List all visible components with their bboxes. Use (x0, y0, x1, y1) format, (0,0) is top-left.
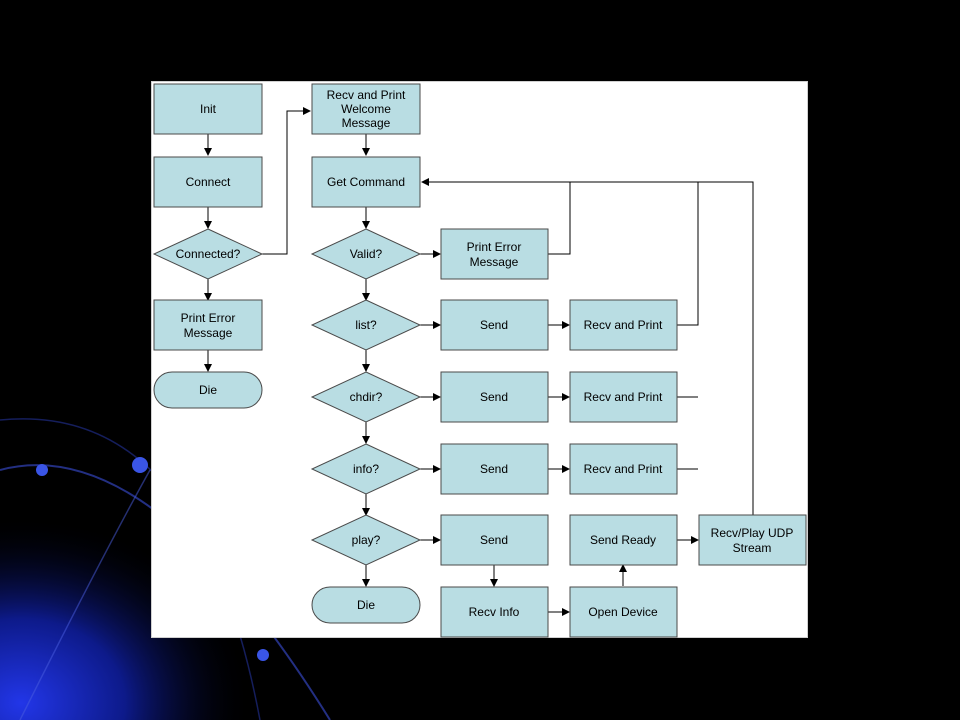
print-error-1-line1: Print Error (181, 311, 236, 325)
svg-text:Recv and Print: Recv and Print (584, 390, 663, 404)
svg-text:Connected?: Connected? (176, 247, 241, 261)
node-list-decision: list? (310, 299, 422, 351)
svg-text:Init: Init (200, 102, 217, 116)
svg-text:Send: Send (480, 462, 508, 476)
node-recv-play-udp: Recv/Play UDP Stream (698, 514, 807, 566)
welcome-line3: Message (342, 116, 391, 130)
svg-text:Connect: Connect (186, 175, 231, 189)
svg-text:list?: list? (355, 318, 377, 332)
svg-text:Open Device: Open Device (588, 605, 658, 619)
node-print-error-2: Print Error Message (440, 228, 549, 280)
svg-text:Send Ready: Send Ready (590, 533, 656, 547)
print-error-2-line2: Message (470, 255, 519, 269)
edge-recv-list-loop (677, 182, 699, 326)
udp-line1: Recv/Play UDP (711, 526, 794, 540)
svg-text:Recv Info: Recv Info (469, 605, 520, 619)
bg-dot (36, 464, 48, 476)
node-play-decision: play? (310, 514, 422, 566)
node-recv-print-info: Recv and Print (569, 443, 678, 495)
node-recv-print-welcome: Recv and Print Welcome Message (311, 83, 421, 135)
welcome-line2: Welcome (341, 102, 391, 116)
flowchart: Init Connect Connected? Print Error Mess… (152, 83, 807, 638)
flowchart-panel: Init Connect Connected? Print Error Mess… (151, 81, 808, 638)
svg-text:Send: Send (480, 390, 508, 404)
node-init: Init (153, 83, 263, 135)
node-connect: Connect (153, 156, 263, 208)
svg-text:Die: Die (357, 598, 375, 612)
print-error-2-line1: Print Error (467, 240, 522, 254)
node-chdir-decision: chdir? (310, 371, 422, 423)
svg-text:play?: play? (352, 533, 381, 547)
welcome-line1: Recv and Print (327, 88, 406, 102)
flowchart-edges (204, 107, 754, 616)
node-info-decision: info? (310, 443, 422, 495)
node-print-error-1: Print Error Message (153, 299, 263, 351)
print-error-1-line2: Message (184, 326, 233, 340)
node-send-list: Send (440, 299, 549, 351)
node-die-2: Die (311, 586, 421, 624)
edge-udp-loop (421, 178, 754, 515)
svg-text:Valid?: Valid? (350, 247, 383, 261)
node-valid-decision: Valid? (310, 228, 422, 280)
node-get-command: Get Command (311, 156, 421, 208)
svg-text:Die: Die (199, 383, 217, 397)
node-recv-print-chdir: Recv and Print (569, 371, 678, 423)
node-die-1: Die (153, 371, 263, 409)
node-send-ready: Send Ready (569, 514, 678, 566)
svg-text:Send: Send (480, 533, 508, 547)
svg-text:info?: info? (353, 462, 379, 476)
bg-dot (132, 457, 148, 473)
svg-text:Send: Send (480, 318, 508, 332)
node-send-play: Send (440, 514, 549, 566)
bg-dot (257, 649, 269, 661)
node-send-info: Send (440, 443, 549, 495)
svg-text:chdir?: chdir? (350, 390, 383, 404)
node-open-device: Open Device (569, 586, 678, 638)
svg-text:Recv and Print: Recv and Print (584, 462, 663, 476)
svg-text:Get Command: Get Command (327, 175, 405, 189)
udp-line2: Stream (733, 541, 772, 555)
node-connected-decision: Connected? (152, 228, 264, 280)
svg-text:Recv and Print: Recv and Print (584, 318, 663, 332)
edge-printerror-loop (548, 182, 571, 255)
node-recv-info: Recv Info (440, 586, 549, 638)
node-send-chdir: Send (440, 371, 549, 423)
node-recv-print-list: Recv and Print (569, 299, 678, 351)
edge-connected-welcome (262, 107, 311, 255)
